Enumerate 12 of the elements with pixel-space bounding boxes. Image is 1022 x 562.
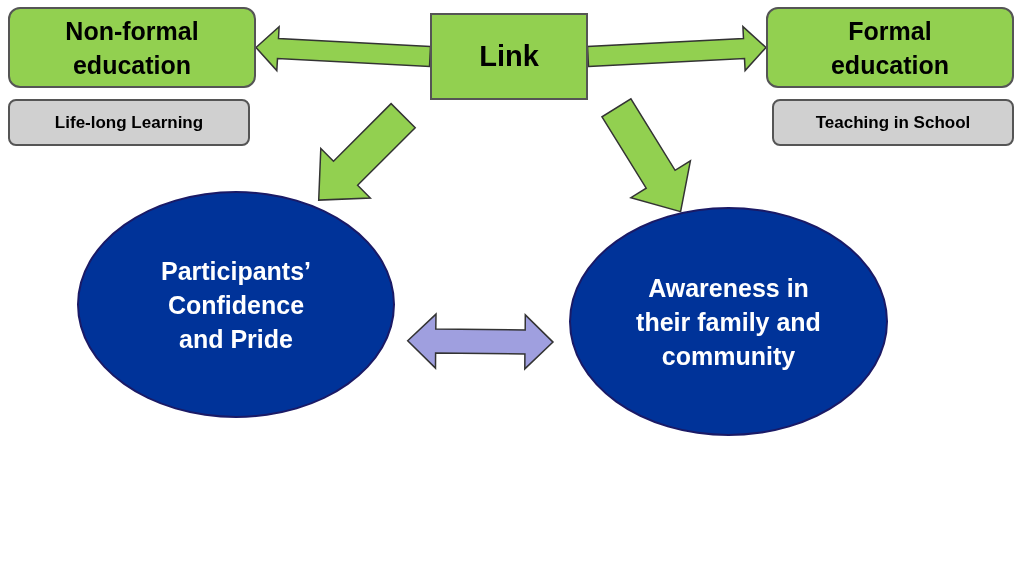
outcome-ellipse: Awareness in their family and community [569, 207, 888, 436]
category-box: Formal education [766, 7, 1014, 88]
link-box: Link [430, 13, 588, 100]
category-box: Non-formal education [8, 7, 256, 88]
outcome-ellipse: Participants’ Confidence and Pride [77, 191, 395, 418]
block-arrow [600, 97, 692, 213]
subtitle-box: Life-long Learning [8, 99, 250, 146]
block-arrow [586, 24, 768, 73]
block-arrow [406, 312, 555, 371]
subtitle-box: Teaching in School [772, 99, 1014, 146]
block-arrow [317, 102, 417, 201]
block-arrow [254, 24, 432, 73]
